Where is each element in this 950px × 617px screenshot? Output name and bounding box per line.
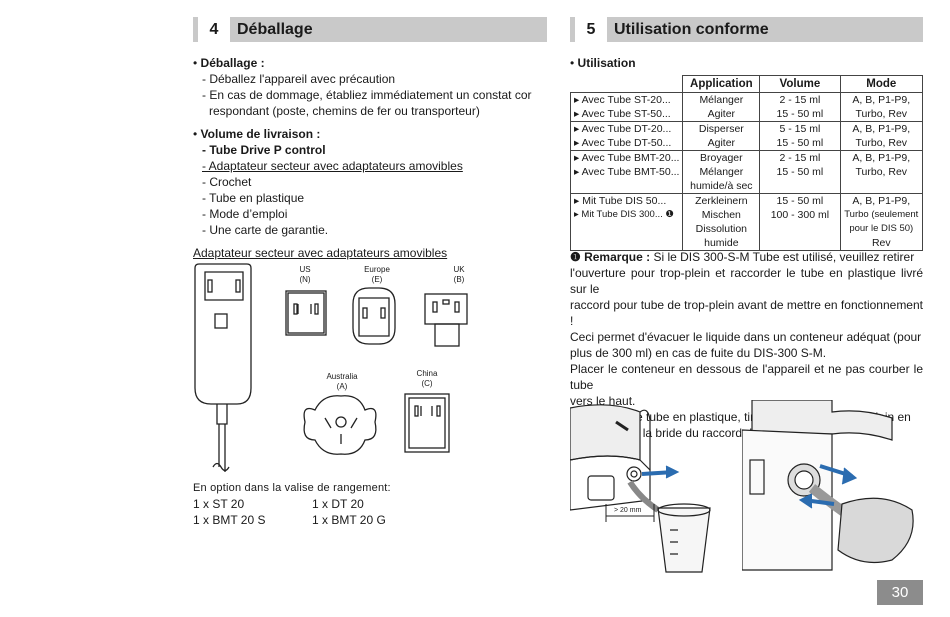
delivery-item: - Tube en plastique <box>202 191 305 205</box>
table-header: Application <box>682 75 761 93</box>
usage-heading: Utilisation <box>577 56 636 70</box>
delivery-item: - Crochet <box>202 175 252 189</box>
usage-heading-row: • Utilisation <box>570 56 636 70</box>
table-row: ▸ Mit Tube DIS 50...▸ Mit Tube DIS 300..… <box>569 193 924 251</box>
table-row: ▸ Avec Tube BMT-20...▸ Avec Tube BMT-50.… <box>569 150 924 194</box>
unpacking-item: - Déballez l'appareil avec précaution <box>202 72 396 86</box>
unpacking-item: - En cas de dommage, établiez immédiatem… <box>202 88 532 102</box>
delivery-item: - Adaptateur secteur avec adaptateurs am… <box>202 159 463 173</box>
delivery-block: • Volume de livraison : - Tube Drive P c… <box>193 127 463 237</box>
overflow-tube-illustration-2 <box>742 400 914 571</box>
table-header: Volume <box>759 75 841 93</box>
power-adapter-illustration <box>194 263 468 472</box>
table-row: ▸ Avec Tube DT-20...▸ Avec Tube DT-50...… <box>569 121 924 151</box>
delivery-item: - Mode d’emploi <box>202 207 288 221</box>
europe-plug-icon <box>352 287 396 345</box>
option-heading: En option dans la valise de rangement: <box>193 482 391 494</box>
usage-table: Application Volume Mode ▸ Avec Tube ST-2… <box>569 75 924 251</box>
china-plug-icon <box>404 393 450 453</box>
delivery-item: - Une carte de garantie. <box>202 223 329 237</box>
figure-caption: Adaptateur secteur avec adaptateurs amov… <box>193 246 448 260</box>
plug-label-uk: UK(B) <box>453 265 465 284</box>
plug-label-australia: Australia(A) <box>326 372 358 391</box>
option-item: 1 x BMT 20 S <box>193 513 266 527</box>
plug-label-china: China(C) <box>416 369 438 388</box>
plug-label-europe: Europe(E) <box>364 265 390 284</box>
remark-label: ❶ Remarque : <box>570 250 651 264</box>
option-item: 1 x BMT 20 G <box>312 513 386 527</box>
unpacking-heading: Déballage : <box>200 56 265 70</box>
overflow-tube-illustration-1: > 20 mm <box>570 404 711 573</box>
delivery-item: - Tube Drive P control <box>202 143 326 157</box>
us-plug-icon <box>285 290 327 336</box>
option-item: 1 x DT 20 <box>312 497 364 511</box>
australia-plug-icon <box>303 395 377 455</box>
section-title: Déballage <box>237 21 313 38</box>
unpacking-block: • Déballage : - Déballez l'appareil avec… <box>193 56 532 118</box>
table-header: Mode <box>839 75 924 93</box>
section-number: 5 <box>575 17 607 42</box>
table-row: ▸ Avec Tube ST-20...▸ Avec Tube ST-50...… <box>569 92 924 122</box>
table-header-row: Application Volume Mode <box>570 75 924 93</box>
plug-label-us: US(N) <box>299 265 311 284</box>
section-title: Utilisation conforme <box>614 21 769 38</box>
delivery-heading: Volume de livraison : <box>200 127 321 141</box>
uk-plug-icon <box>424 293 468 347</box>
section-number: 4 <box>198 17 230 42</box>
page-number: 30 <box>877 580 923 605</box>
option-item: 1 x ST 20 <box>193 497 245 511</box>
section-4-header: 4 Déballage <box>193 17 547 42</box>
dimension-label: > 20 mm <box>614 507 642 514</box>
power-adapter-icon <box>194 263 252 472</box>
section-5-header: 5 Utilisation conforme <box>570 17 923 42</box>
unpacking-item: respondant (poste, chemins de fer ou tra… <box>209 104 480 118</box>
